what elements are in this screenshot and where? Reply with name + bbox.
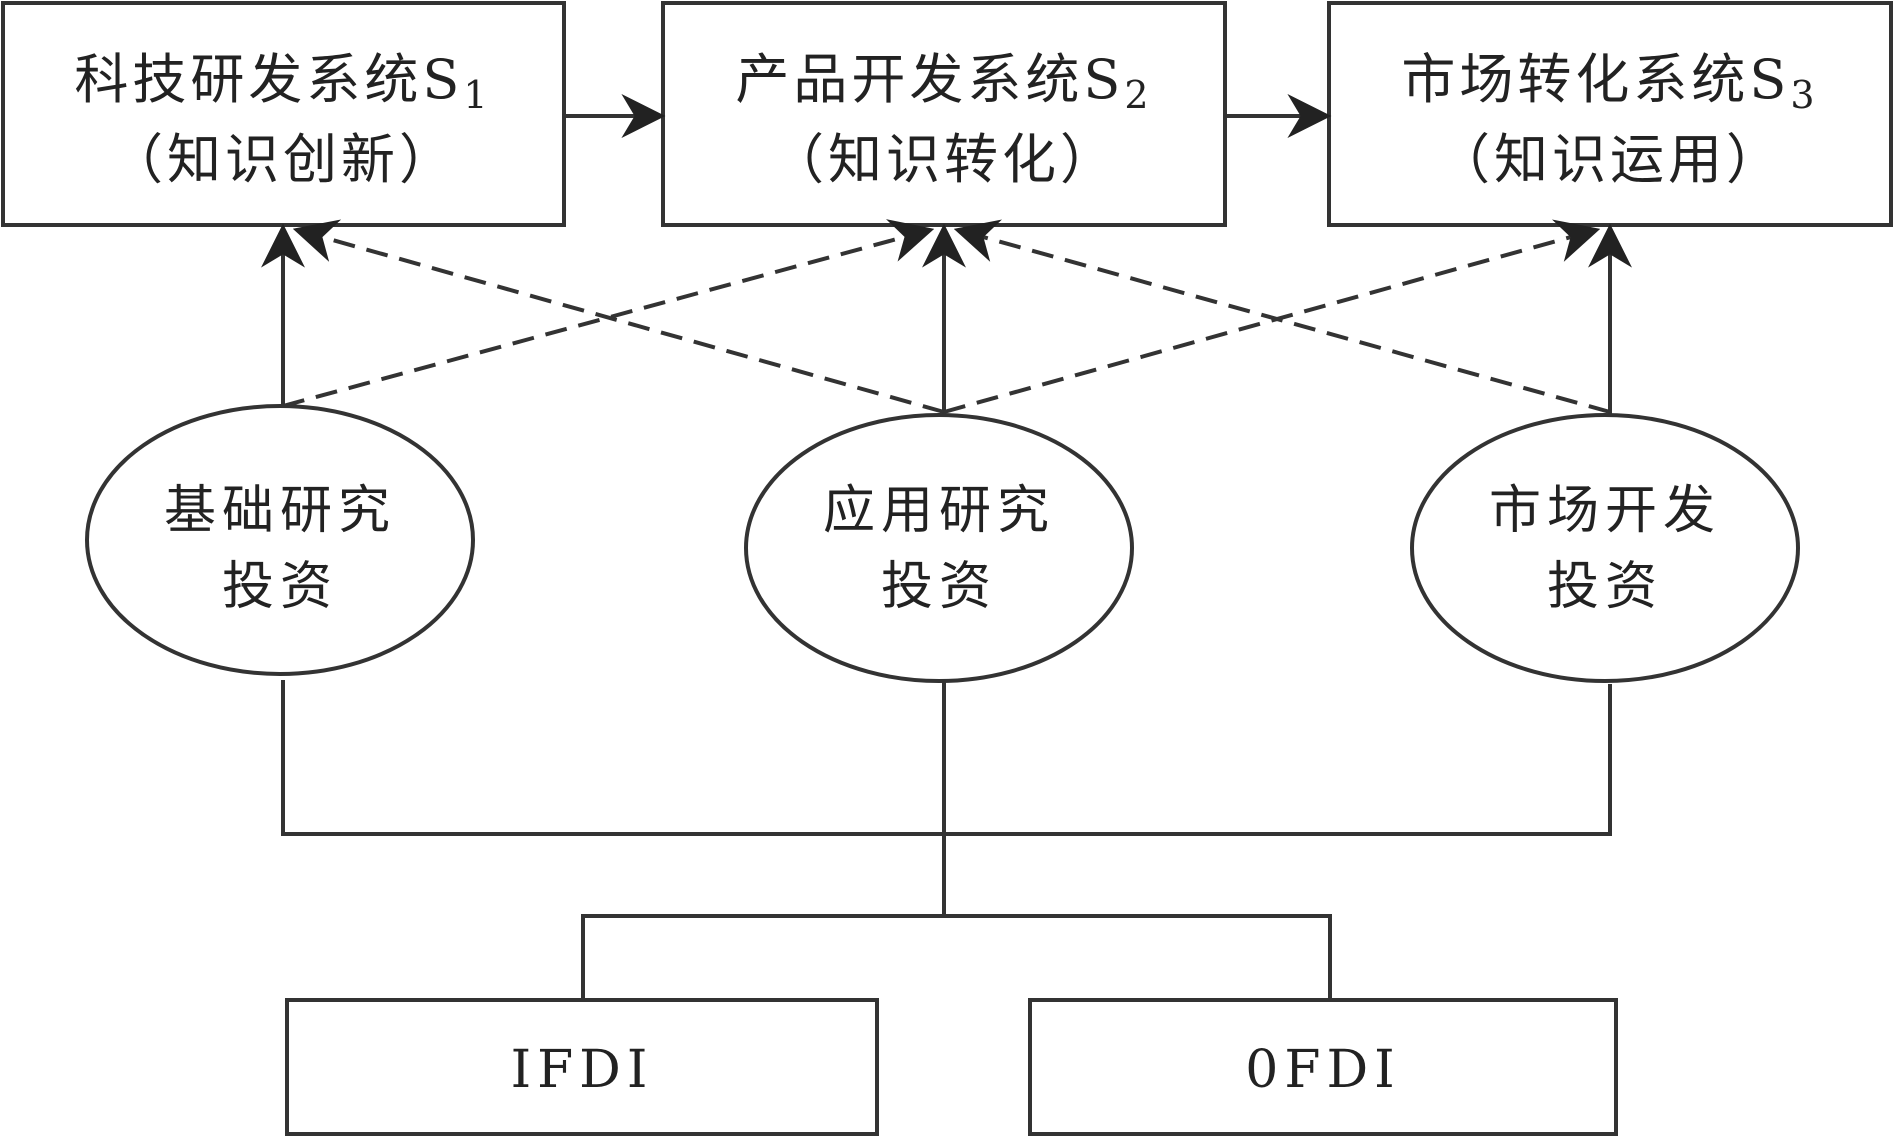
system-box-s2: 产品开发系统S2 （知识转化） [661,1,1227,227]
investment-applied-label-1: 应用研究 [823,481,1055,541]
system-s3-subtitle: （知识运用） [1436,128,1784,191]
investment-basic-label-2: 投资 [222,557,338,617]
source-box-ofdi: 0FDI [1028,998,1618,1136]
system-box-s1: 科技研发系统S1 （知识创新） [1,1,566,227]
system-s1-title: 科技研发系统S1 [74,48,491,117]
dashed-arrow-applied-to-s1 [292,219,945,414]
system-s2-subtitle: （知识转化） [770,128,1118,191]
system-s1-subtitle: （知识创新） [109,128,457,191]
investment-market-label-1: 市场开发 [1489,481,1721,541]
source-ifdi-label: IFDI [511,1040,654,1100]
source-ofdi-label: 0FDI [1245,1040,1400,1100]
system-s2-title: 产品开发系统S2 [735,48,1152,117]
investment-market-development: 市场开发 投资 [1410,413,1800,683]
dashed-arrow-basic-to-s2 [282,219,935,408]
source-bus-line [581,914,1332,1000]
investment-applied-label-2: 投资 [881,557,997,617]
system-box-s3: 市场转化系统S3 （知识运用） [1327,1,1893,227]
investment-basic-research: 基础研究 投资 [85,404,475,676]
dashed-arrow-applied-to-s3 [943,219,1601,414]
investment-applied-research: 应用研究 投资 [744,413,1134,683]
system-s3-title: 市场转化系统S3 [1401,48,1818,117]
source-box-ifdi: IFDI [285,998,879,1136]
investment-bus-line [281,680,1612,836]
investment-market-label-2: 投资 [1547,557,1663,617]
investment-basic-label-1: 基础研究 [164,481,396,541]
dashed-arrow-market-to-s2 [953,219,1611,414]
